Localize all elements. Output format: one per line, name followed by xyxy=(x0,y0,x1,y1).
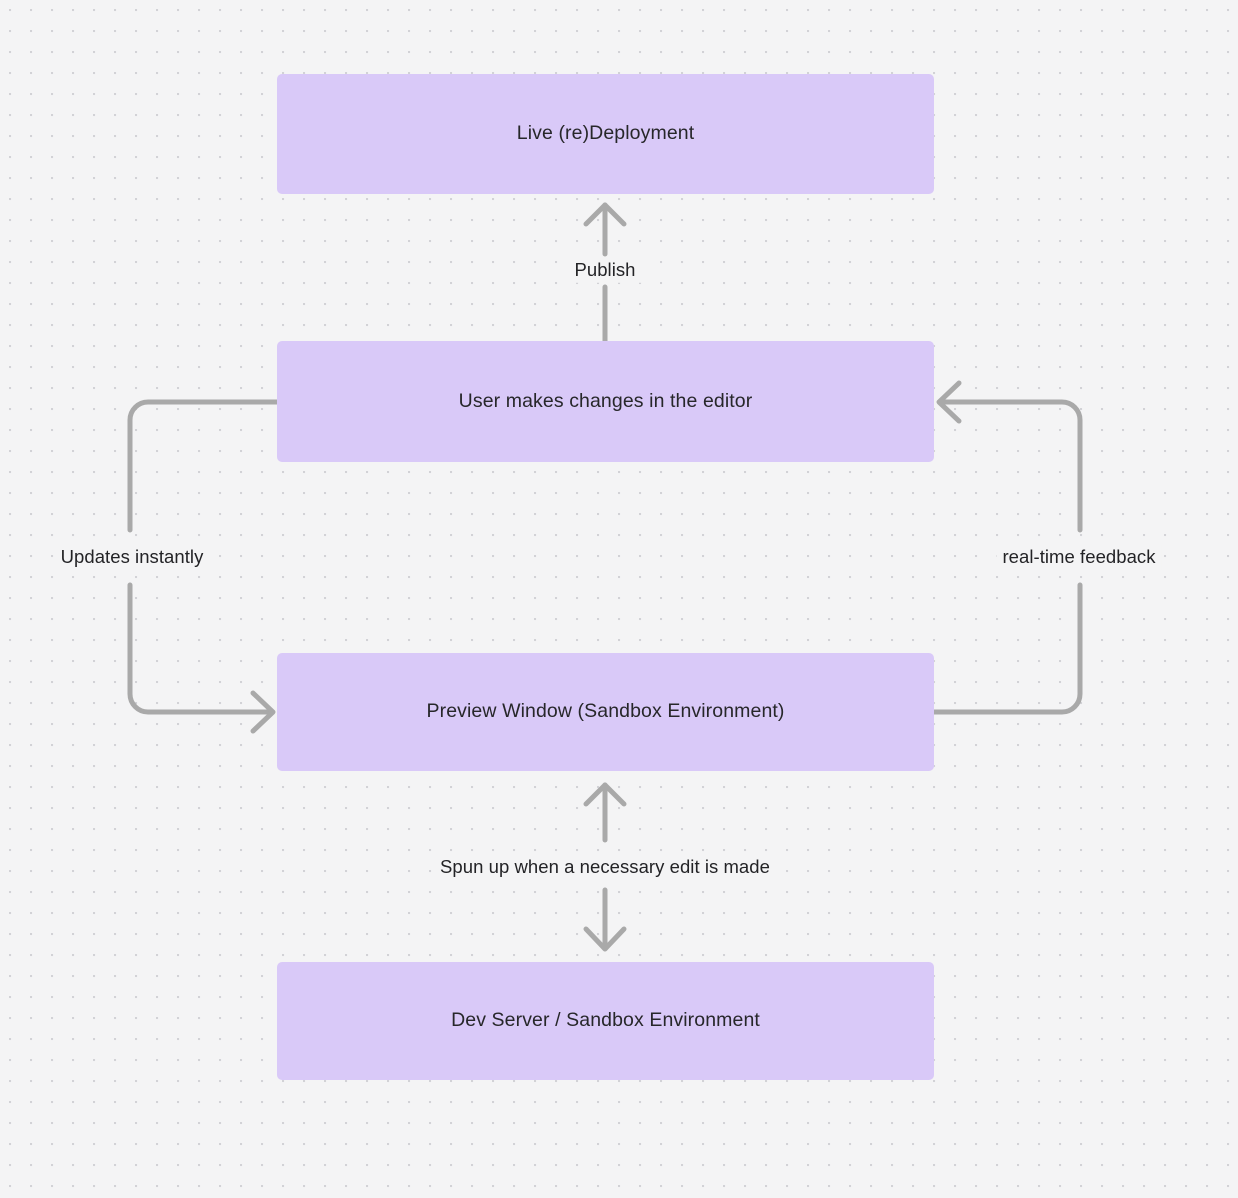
edge-updates-instantly-arrowhead xyxy=(250,690,276,734)
node-user-edits-label: User makes changes in the editor xyxy=(458,389,753,412)
edge-spun-up-up-arrowhead xyxy=(583,782,627,807)
node-dev-server-label: Dev Server / Sandbox Environment xyxy=(451,1009,760,1032)
edge-real-time-feedback-upper-segment xyxy=(937,399,1083,533)
edge-real-time-feedback-lower-segment xyxy=(931,582,1083,715)
node-dev-server[interactable]: Dev Server / Sandbox Environment xyxy=(277,962,934,1080)
node-live-deployment[interactable]: Live (re)Deployment xyxy=(277,74,934,194)
edge-label-real-time-feedback: real-time feedback xyxy=(996,544,1162,570)
node-user-edits[interactable]: User makes changes in the editor xyxy=(277,341,934,462)
node-live-deployment-label: Live (re)Deployment xyxy=(516,122,695,145)
edge-updates-instantly-upper-segment xyxy=(127,399,280,533)
edge-real-time-feedback-arrowhead xyxy=(936,380,962,424)
node-preview-window-label: Preview Window (Sandbox Environment) xyxy=(426,700,785,723)
node-preview-window[interactable]: Preview Window (Sandbox Environment) xyxy=(277,653,934,771)
edge-spun-up-down-arrowhead xyxy=(583,926,627,952)
edge-label-publish: Publish xyxy=(568,257,642,283)
edge-updates-instantly-lower-segment xyxy=(127,582,275,715)
edge-label-updates-instantly: Updates instantly xyxy=(54,544,210,570)
edge-publish-arrowhead xyxy=(583,202,627,227)
edge-label-spun-up: Spun up when a necessary edit is made xyxy=(434,854,776,880)
